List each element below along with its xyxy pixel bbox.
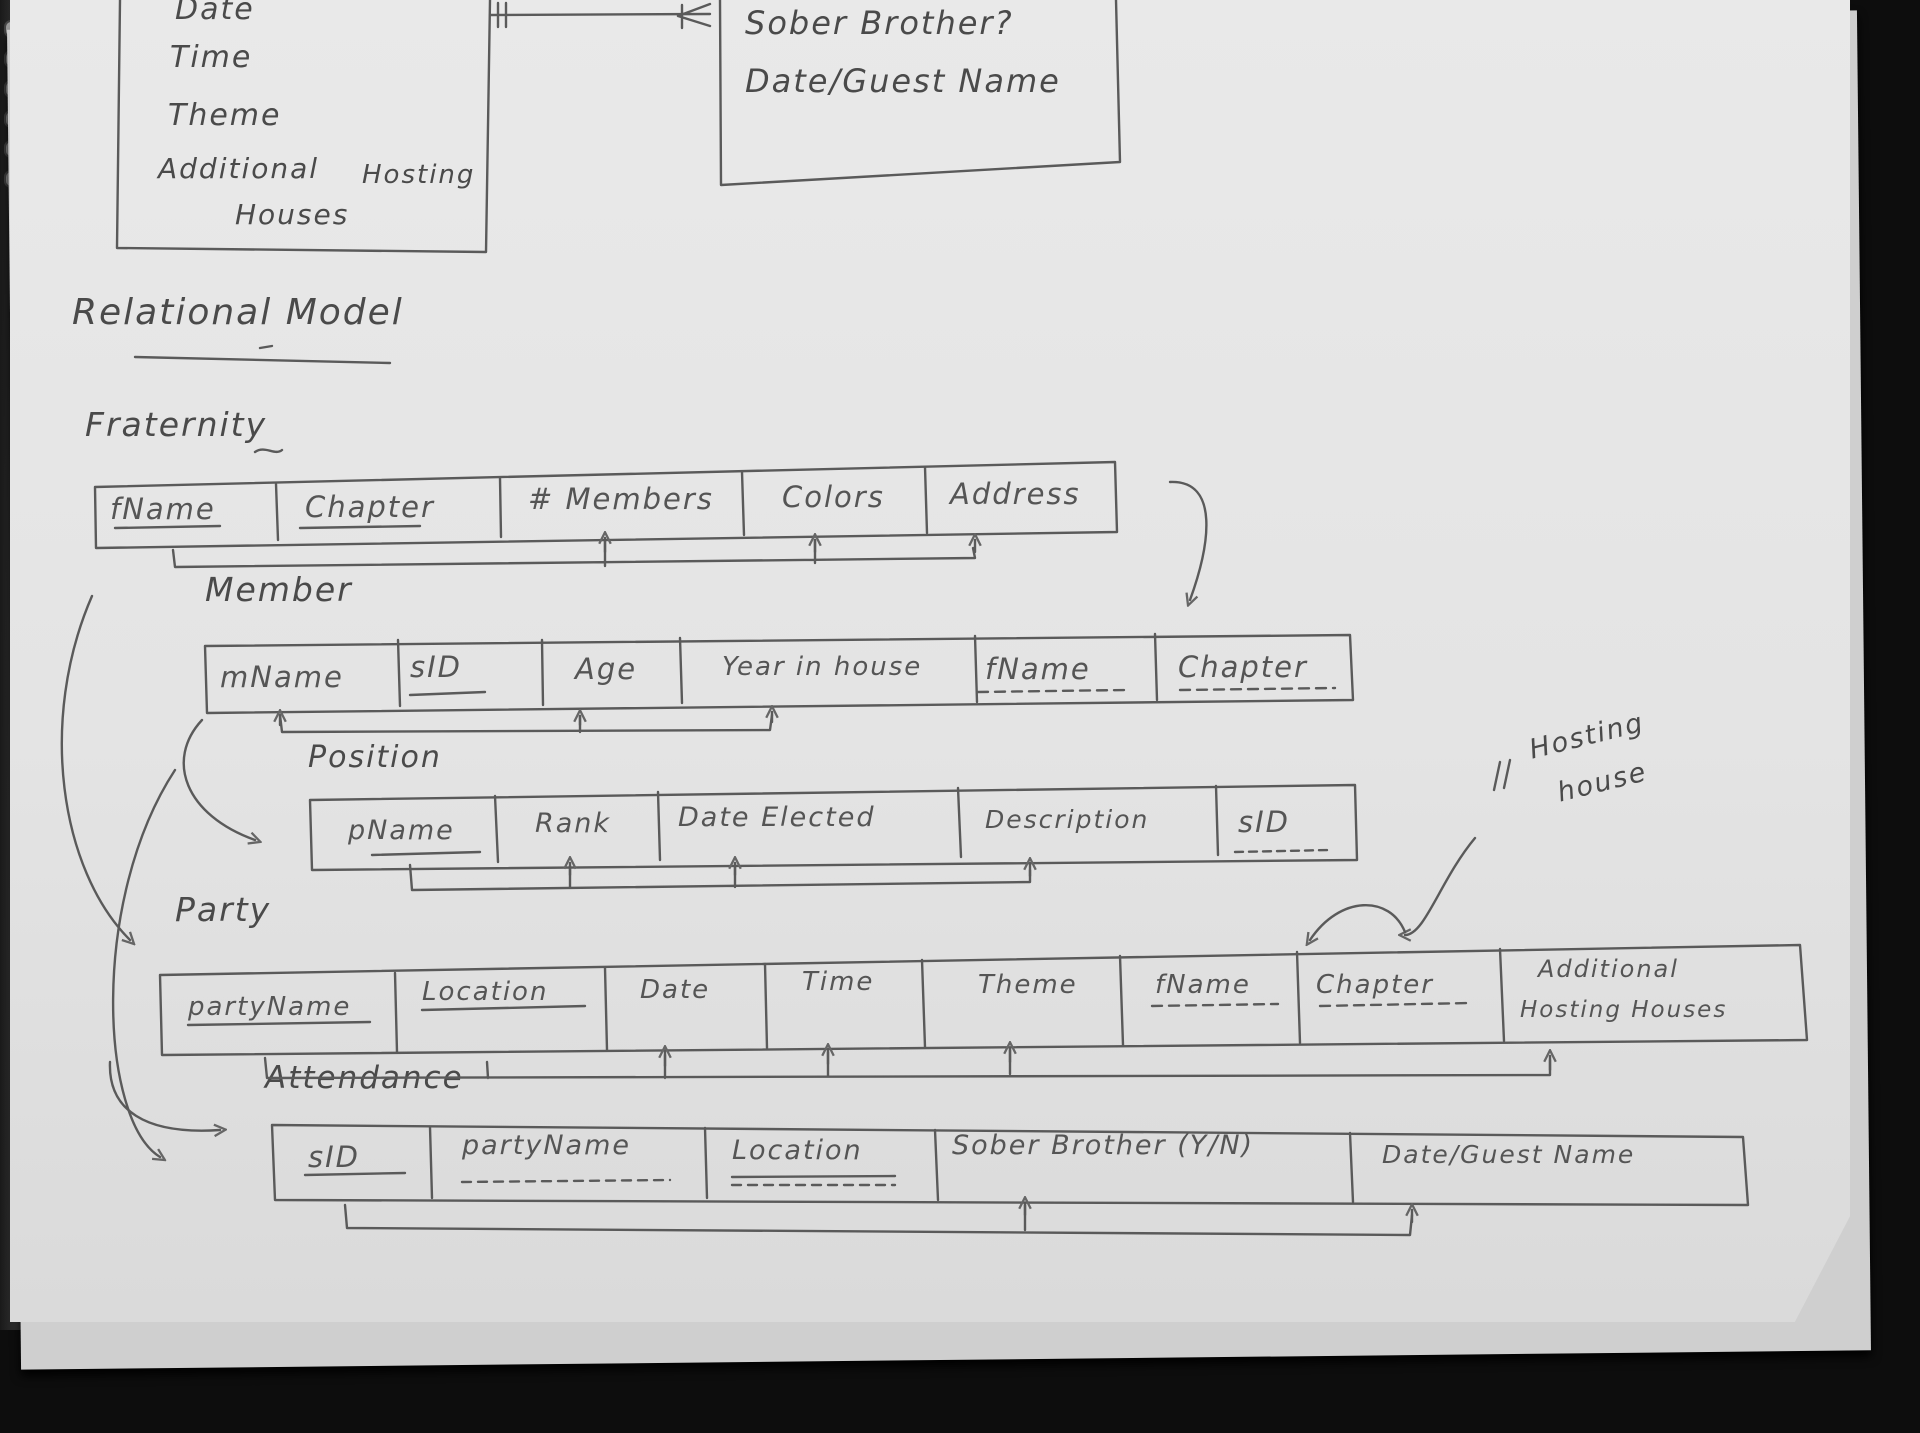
party-fk-dashes	[1150, 1001, 1472, 1008]
fraternity-table-box	[93, 460, 1119, 550]
notebook-page: Date Time Theme Additional Hosting House…	[10, 0, 1850, 1322]
position-fk-dashes	[1233, 848, 1332, 854]
member-table-box	[203, 633, 1355, 715]
fraternity-col-address: Address	[950, 477, 1081, 511]
member-col-sid: sID	[410, 650, 462, 684]
attendance-fd-line	[343, 1203, 1414, 1237]
table-name-party: Party	[175, 890, 272, 929]
member-pk-underline	[408, 690, 487, 697]
attendance-col-partyname: partyName	[462, 1130, 632, 1161]
er-attr-date-guest: Date/Guest Name	[745, 62, 1061, 100]
party-col-time: Time	[802, 967, 875, 997]
fraternity-underline-2	[298, 524, 422, 530]
er-attr-time: Time	[170, 40, 253, 75]
attendance-col-sid: sID	[308, 1140, 360, 1174]
attendance-dividers	[428, 1125, 1355, 1204]
table-name-position: Position	[308, 740, 442, 775]
er-attr-hosting: Hosting	[362, 160, 476, 190]
member-col-fname: fName	[985, 652, 1091, 686]
attendance-col-sober: Sober Brother (Y/N)	[952, 1130, 1255, 1161]
party-col-date: Date	[640, 975, 711, 1005]
position-col-date-elected: Date Elected	[678, 802, 876, 833]
er-attr-sober-brother: Sober Brother?	[745, 4, 1014, 42]
fraternity-col-members: # Members	[528, 482, 714, 516]
attendance-pk-underline	[303, 1171, 897, 1179]
er-one-mark	[496, 1, 508, 29]
member-fd-line	[278, 713, 774, 734]
member-col-chapter: Chapter	[1178, 650, 1308, 684]
table-name-member: Member	[205, 570, 353, 609]
position-table-box	[308, 783, 1359, 872]
section-title: Relational Model	[72, 292, 404, 333]
fraternity-dividers	[274, 465, 929, 542]
party-col-additional: Additional	[1538, 955, 1679, 983]
party-col-fname: fName	[1155, 970, 1251, 1000]
er-attr-theme: Theme	[168, 98, 282, 133]
attendance-table-box	[270, 1123, 1750, 1207]
position-pk-underline	[370, 850, 482, 857]
er-right-entity-box	[718, 0, 1122, 187]
party-col-location: Location	[422, 977, 549, 1007]
hosting-house-arrow	[1405, 836, 1477, 935]
er-relationship-line	[488, 12, 712, 17]
position-col-pname: pName	[348, 815, 455, 846]
title-underline-dot	[258, 344, 274, 350]
er-attr-additional: Additional	[158, 152, 320, 185]
title-underline	[133, 355, 392, 365]
fk-arrow-fraternity-to-party	[60, 594, 130, 940]
member-col-mname: mName	[220, 660, 344, 694]
party-table-box	[158, 943, 1809, 1057]
position-col-description: Description	[985, 805, 1150, 834]
title-small-squiggle	[253, 448, 284, 454]
fraternity-col-colors: Colors	[782, 480, 885, 514]
hosting-house-curl	[1310, 904, 1407, 940]
member-fk-dashes	[976, 686, 1337, 694]
er-crowfoot-mark	[676, 2, 712, 30]
fraternity-col-chapter: Chapter	[305, 490, 435, 524]
party-col-partyname: partyName	[188, 992, 352, 1022]
fk-arrow-party-to-attendance	[108, 1060, 220, 1131]
fraternity-pk-underline	[113, 524, 222, 530]
member-dividers	[396, 632, 1159, 708]
attendance-col-date-guest: Date/Guest Name	[1382, 1140, 1636, 1169]
party-col-chapter: Chapter	[1316, 970, 1434, 1000]
table-name-fraternity: Fraternity	[85, 405, 268, 444]
er-attr-date: Date	[175, 0, 255, 27]
er-left-entity-box	[115, 0, 492, 254]
pencil-strokes	[60, 0, 1809, 1237]
party-pk-underline	[186, 1004, 587, 1027]
attendance-col-location: Location	[732, 1135, 863, 1166]
party-col-hosting-houses: Hosting Houses	[1520, 997, 1728, 1023]
er-attr-houses: Houses	[235, 198, 350, 231]
member-col-year: Year in house	[722, 652, 923, 682]
party-dividers	[393, 947, 1506, 1054]
position-col-rank: Rank	[535, 808, 612, 839]
party-fd-line	[263, 1048, 1552, 1080]
position-dividers	[493, 784, 1220, 864]
fk-arrow-fraternity-to-member	[1168, 480, 1208, 600]
position-col-sid: sID	[1238, 805, 1290, 839]
party-col-theme: Theme	[978, 970, 1078, 1000]
fk-arrow-member-to-attendance	[111, 768, 177, 1157]
attendance-fk-dashes	[460, 1178, 897, 1187]
fk-arrow-member-to-position	[182, 718, 255, 840]
member-col-age: Age	[575, 652, 638, 686]
fraternity-col-fname: fName	[110, 492, 216, 526]
annotation-double-bar	[1492, 758, 1512, 792]
